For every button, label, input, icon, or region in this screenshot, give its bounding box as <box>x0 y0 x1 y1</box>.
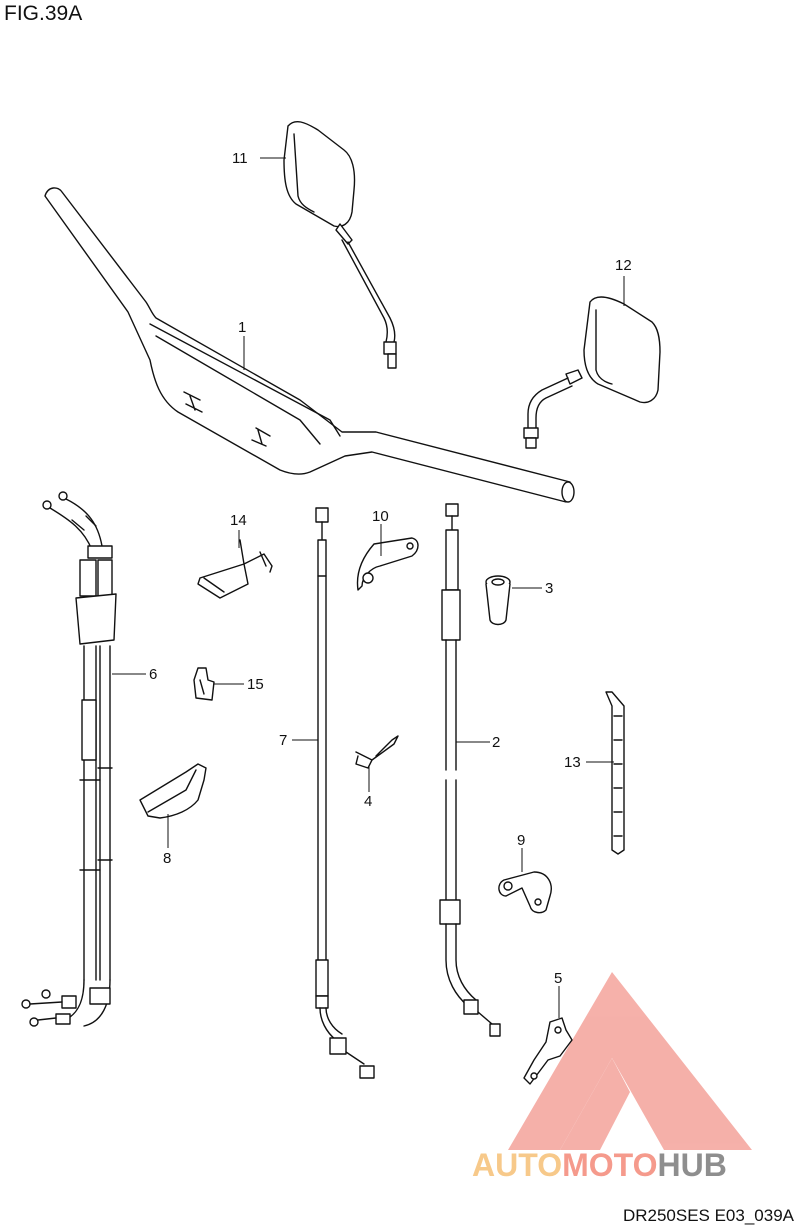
watermark-hub: HUB <box>657 1147 726 1183</box>
callout-6: 6 <box>149 666 157 683</box>
part-tie-13 <box>605 691 625 855</box>
callout-1: 1 <box>238 319 246 336</box>
part-bracket-10 <box>356 537 419 591</box>
part-guide-8 <box>139 763 207 819</box>
callout-15: 15 <box>247 676 264 693</box>
callout-9: 9 <box>517 832 525 849</box>
callout-8: 8 <box>163 850 171 867</box>
callout-12: 12 <box>615 257 632 274</box>
part-clip-14 <box>197 539 273 599</box>
part-mirror-left <box>283 120 397 369</box>
watermark-logo <box>508 972 752 1150</box>
watermark-auto: AUTO <box>472 1147 562 1183</box>
part-cable-7 <box>315 507 375 1079</box>
callout-7: 7 <box>279 732 287 749</box>
figure-title: FIG.39A <box>4 2 83 25</box>
part-mirror-right <box>523 296 661 449</box>
part-handlebar <box>44 187 575 503</box>
part-clamp-15 <box>193 667 215 701</box>
callout-4: 4 <box>364 793 372 810</box>
part-cable-2 <box>439 503 501 1037</box>
callout-13: 13 <box>564 754 581 771</box>
part-clip-4 <box>355 735 399 769</box>
watermark-text: AUTOMOTOHUB <box>472 1147 727 1183</box>
part-bracket-5 <box>523 1017 573 1085</box>
callout-2: 2 <box>492 734 500 751</box>
part-bracket-9 <box>498 871 552 914</box>
leader-lines <box>112 157 625 1018</box>
part-throttle-cable <box>21 491 117 1027</box>
callout-3: 3 <box>545 580 553 597</box>
callout-5: 5 <box>554 970 562 987</box>
callout-10: 10 <box>372 508 389 525</box>
part-boot-3 <box>485 575 511 626</box>
callout-14: 14 <box>230 512 247 529</box>
figure-code: DR250SES E03_039A <box>622 1206 794 1225</box>
watermark-moto: MOTO <box>562 1147 657 1183</box>
callout-11: 11 <box>232 150 248 167</box>
